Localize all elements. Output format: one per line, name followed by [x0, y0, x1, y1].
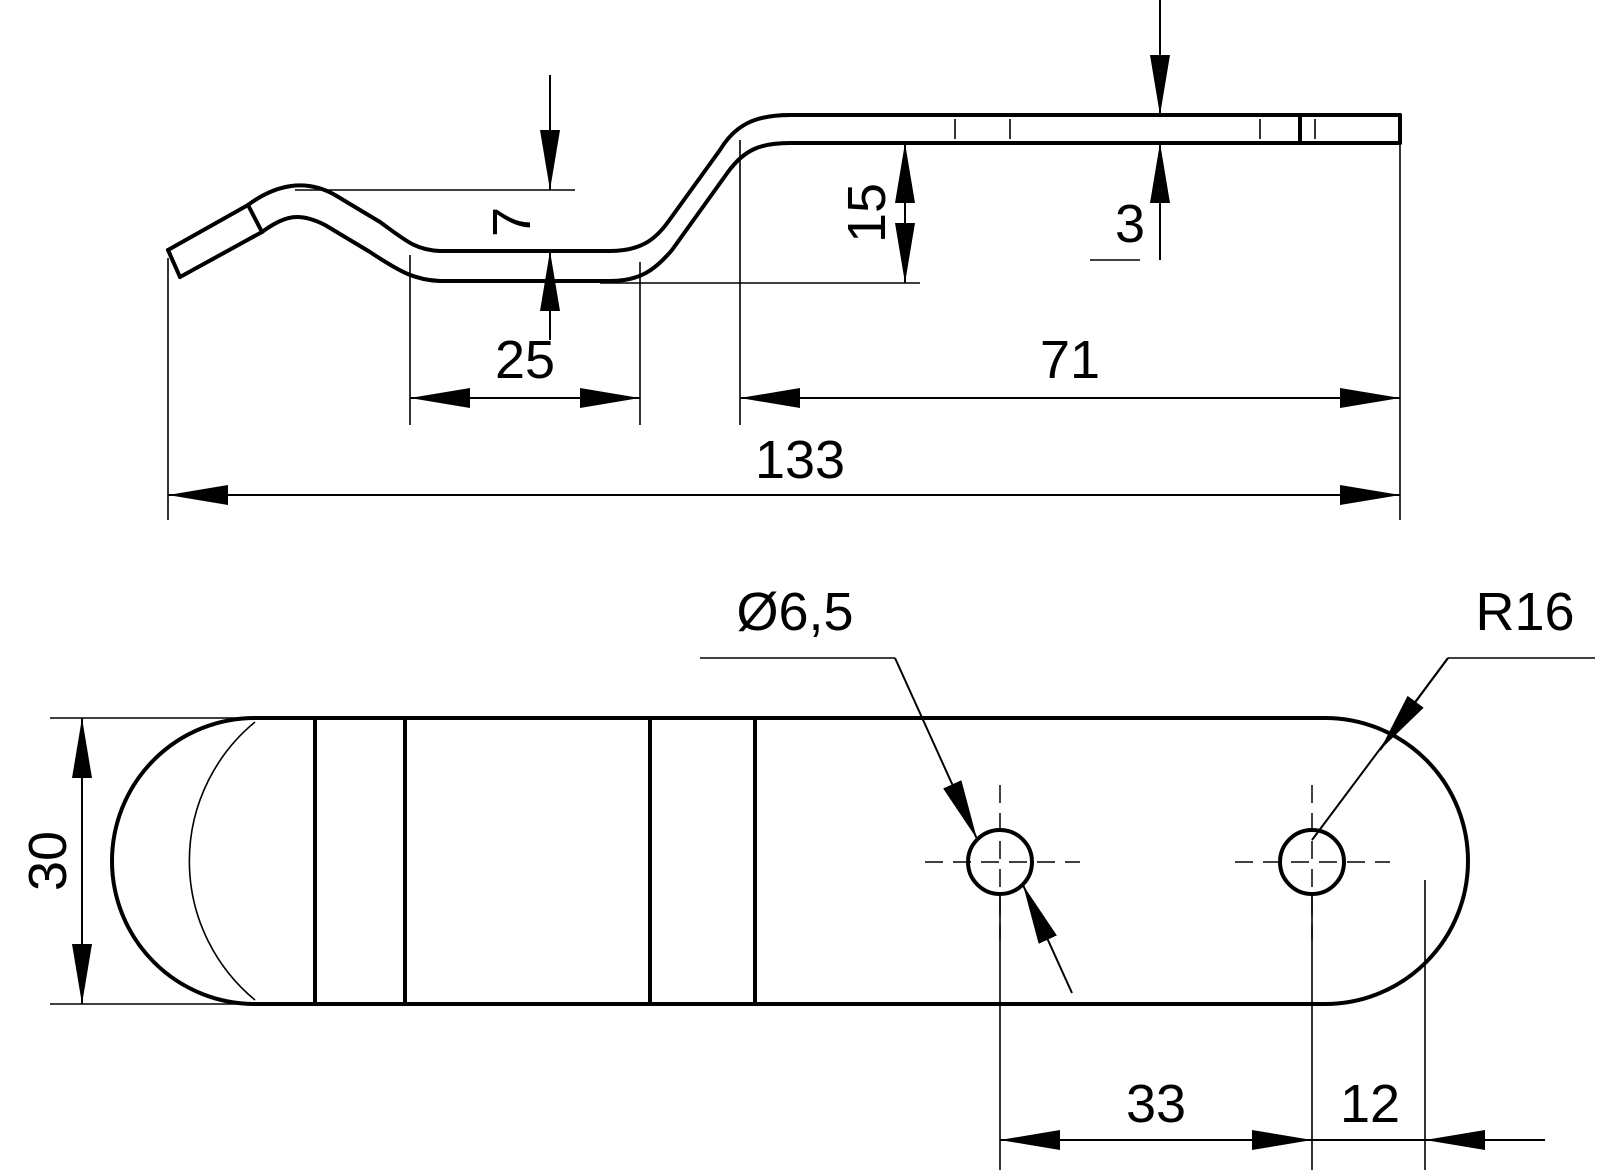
- end-radius-arrow: [1379, 657, 1449, 751]
- end-to-hole-label: 12: [1340, 1074, 1400, 1134]
- side-view: 133 71 25 7 15 3: [166, 0, 1402, 520]
- plan-view: 30 Ø6,5 R16 33 12: [18, 582, 1595, 1170]
- hole-center-lines: [925, 785, 1390, 940]
- flat-length-label: 71: [1040, 330, 1100, 390]
- side-view-part-outline: [166, 113, 1402, 283]
- hole-diameter-label: Ø6,5: [736, 582, 853, 642]
- bump-height-label: 7: [482, 207, 542, 237]
- hole-diameter-leader: [894, 657, 978, 840]
- plan-view-part-outline: [110, 716, 1470, 1006]
- thickness-label: 3: [1115, 194, 1145, 254]
- end-radius-label: R16: [1475, 582, 1574, 642]
- width-label: 30: [18, 831, 78, 891]
- bottom-flat-label: 25: [495, 330, 555, 390]
- hole-spacing-label: 33: [1126, 1074, 1186, 1134]
- overall-length-label: 133: [755, 430, 845, 490]
- step-height-label: 15: [837, 183, 897, 243]
- side-view-extension-lines: [167, 140, 1401, 520]
- hole-diameter-leader-far: [1022, 884, 1073, 994]
- plan-view-extension-lines: [50, 717, 1426, 1170]
